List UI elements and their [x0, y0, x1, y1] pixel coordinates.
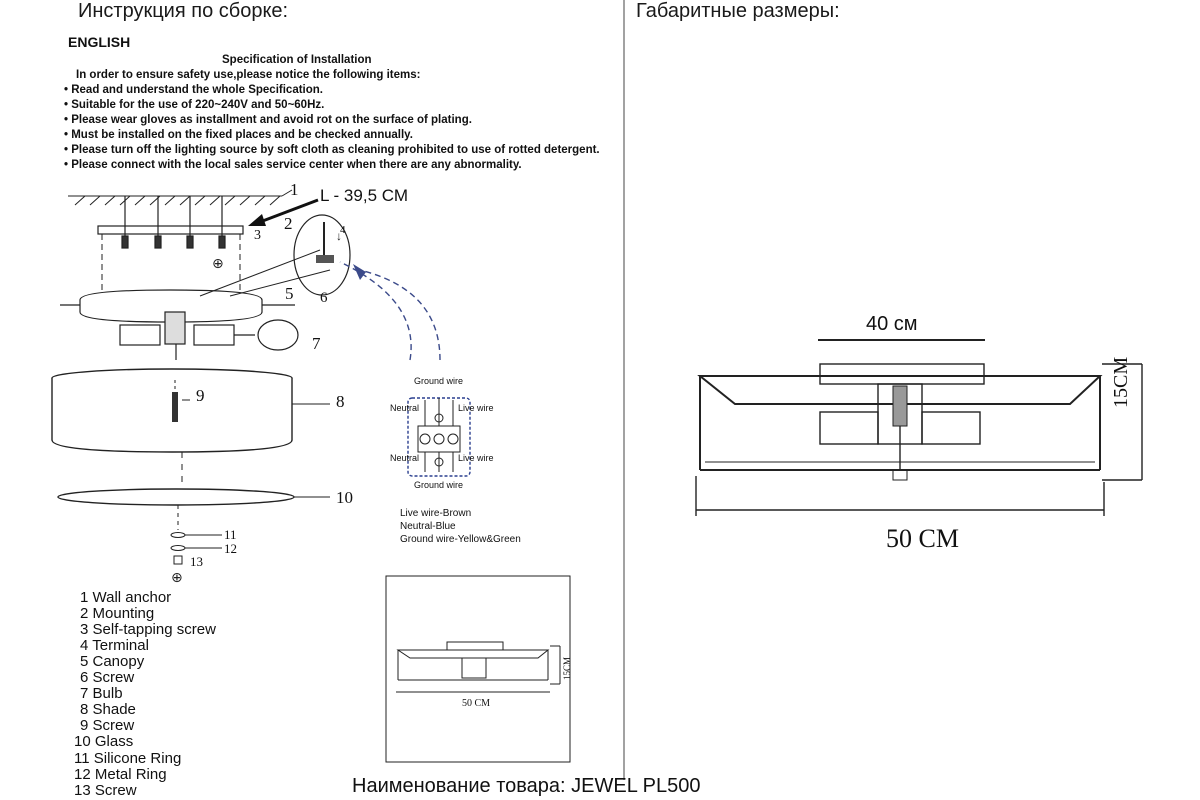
callout-4: 4: [340, 224, 346, 236]
screw-13: [173, 555, 183, 565]
spec-item: • Must be installed on the fixed places …: [64, 129, 413, 141]
parts-item: 2 Mounting: [80, 605, 155, 622]
glass: [57, 488, 295, 506]
dimension-drawing: [695, 339, 1143, 516]
spec-item: • Please wear gloves as installment and …: [64, 114, 472, 126]
callout-2: 2: [284, 214, 293, 233]
mounting-bracket: [97, 225, 244, 235]
parts-item: 8 Shade: [80, 701, 136, 718]
wiring-neutral-top: Neutral: [390, 403, 420, 413]
wire-legend-item: Live wire-Brown: [400, 508, 472, 519]
dimension-width: 50 CM: [886, 524, 959, 553]
left-heading: Инструкция по сборке:: [78, 0, 289, 22]
bulb-assembly: [119, 311, 299, 360]
callout-11: 11: [224, 527, 237, 542]
wiring-live-top: Live wire: [458, 403, 494, 413]
callout-13: 13: [190, 554, 203, 569]
spec-item: • Suitable for the use of 220~240V and 5…: [64, 99, 325, 111]
parts-item: 5 Canopy: [80, 653, 145, 670]
length-arrow: [259, 198, 319, 224]
wiring-neutral-bottom: Neutral: [390, 453, 420, 463]
wire-legend-item: Neutral-Blue: [400, 521, 456, 532]
callout-8: 8: [336, 392, 345, 411]
svg-text:⊕: ⊕: [171, 569, 183, 585]
right-heading: Габаритные размеры:: [636, 0, 840, 22]
terminal-block: [407, 397, 471, 477]
dimension-top-width: 40 см: [866, 313, 918, 335]
parts-item: 11 Silicone Ring: [74, 750, 182, 767]
wire-legend-item: Ground wire-Yellow&Green: [400, 534, 521, 545]
parts-item: 3 Self-tapping screw: [80, 621, 216, 638]
callout-10: 10: [336, 488, 353, 507]
language-label: ENGLISH: [68, 34, 131, 50]
spec-title: Specification of Installation: [222, 54, 372, 66]
spec-item: • Read and understand the whole Specific…: [64, 84, 323, 96]
wiring-live-bottom: Live wire: [458, 453, 494, 463]
zoom-detail: [293, 214, 351, 296]
wiring-ground-bottom: Ground wire: [414, 480, 464, 490]
callout-1: 1: [290, 180, 299, 199]
parts-item: 13 Screw: [74, 782, 137, 799]
callout-3: 3: [254, 228, 261, 243]
product-name: Наименование товара: JEWEL PL500: [352, 775, 701, 797]
parts-item: 9 Screw: [80, 717, 135, 734]
dimension-height: 15CM: [1110, 356, 1132, 408]
parts-item: 4 Terminal: [80, 637, 149, 654]
parts-item: 1 Wall anchor: [80, 589, 172, 606]
wiring-arrow: [339, 261, 412, 361]
callout-5: 5: [285, 284, 294, 303]
wall-anchors: [121, 196, 226, 249]
canopy: [79, 289, 263, 323]
thumbnail-height: 15CM: [562, 656, 572, 680]
silicone-ring: [170, 532, 186, 538]
callout-9: 9: [196, 386, 205, 405]
parts-item: 12 Metal Ring: [74, 766, 167, 783]
spec-item: • Please connect with the local sales se…: [64, 159, 522, 171]
length-label: L - 39,5 СМ: [320, 186, 408, 205]
parts-item: 6 Screw: [80, 669, 135, 686]
thumbnail-frame: [385, 575, 571, 763]
wiring-ground-top: Ground wire: [414, 376, 464, 386]
svg-text:⊕: ⊕: [212, 255, 224, 271]
callout-12: 12: [224, 541, 237, 556]
thumbnail-drawing: [396, 641, 561, 693]
callout-6: 6: [320, 290, 328, 306]
thumbnail-width: 50 CM: [462, 698, 491, 709]
spec-item: • Please turn off the lighting source by…: [64, 144, 600, 156]
svg-text:↓: ↓: [336, 229, 342, 243]
screw-9: [172, 392, 178, 422]
metal-ring: [170, 545, 186, 551]
parts-item: 7 Bulb: [80, 685, 123, 702]
parts-item: 10 Glass: [74, 733, 134, 750]
spec-intro: In order to ensure safety use,please not…: [76, 69, 421, 81]
callout-7: 7: [312, 334, 321, 353]
ceiling-surface: [68, 189, 293, 206]
